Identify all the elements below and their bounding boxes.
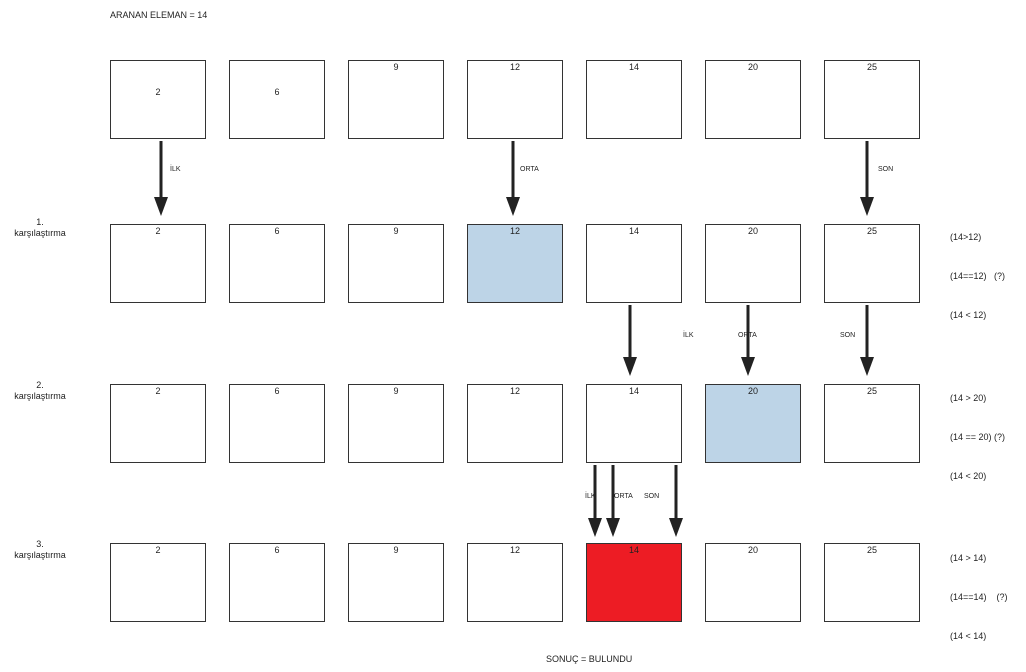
array-cell: 6: [229, 60, 325, 139]
pointer-label-ilk: İLK: [585, 493, 596, 500]
cell-value: 25: [866, 226, 877, 236]
comparison-block-1: (14>12) (14==12) (?) (14 < 12): [950, 205, 1005, 335]
array-cell: 2: [110, 543, 206, 622]
cell-value: 12: [509, 226, 520, 236]
cell-value: 20: [747, 226, 758, 236]
row-label-2: 2. karşılaştırma: [0, 380, 80, 402]
array-cell: 2: [110, 60, 206, 139]
comparison-line: (14==14) (?): [950, 592, 1008, 602]
cell-value: 14: [628, 62, 639, 72]
row-label-1-text: karşılaştırma: [14, 228, 66, 238]
array-cell-middle-highlight: 12: [467, 224, 563, 303]
pointer-label-son: SON: [644, 493, 660, 500]
pointer-label-ilk: İLK: [683, 332, 694, 339]
array-cell: 6: [229, 224, 325, 303]
cell-value: 25: [866, 545, 877, 555]
cell-value: 14: [628, 226, 639, 236]
arrowhead: [506, 197, 520, 216]
arrowhead: [606, 518, 620, 537]
cell-value: 20: [747, 545, 758, 555]
cell-value: 25: [866, 62, 877, 72]
cell-value: 2: [155, 386, 161, 396]
cell-value: 12: [509, 62, 520, 72]
cell-value: 9: [393, 226, 399, 236]
cell-value: 12: [509, 386, 520, 396]
arrowhead: [860, 197, 874, 216]
array-cell: 9: [348, 384, 444, 463]
comparison-line: (14==12) (?): [950, 271, 1006, 281]
cell-value: 9: [393, 545, 399, 555]
array-cell: 25: [824, 224, 920, 303]
pointer-label-ilk: İLK: [170, 166, 181, 173]
arrowhead: [623, 357, 637, 376]
search-result: SONUÇ = BULUNDU: [546, 654, 633, 664]
array-cell-middle-highlight: 20: [705, 384, 801, 463]
array-cell: 14: [586, 224, 682, 303]
array-cell: 12: [467, 60, 563, 139]
row-label-1: 1. karşılaştırma: [0, 217, 80, 239]
array-cell: 2: [110, 224, 206, 303]
comparison-line: (14 == 20) (?): [950, 432, 1006, 442]
array-cell: 6: [229, 384, 325, 463]
comparison-line: (14 > 20): [950, 393, 987, 403]
cell-value: 2: [155, 545, 161, 555]
array-cell: 9: [348, 60, 444, 139]
array-cell: 25: [824, 384, 920, 463]
cell-value: 6: [274, 226, 280, 236]
array-cell: 12: [467, 543, 563, 622]
row-label-3-text: karşılaştırma: [14, 550, 66, 560]
cell-value: 6: [274, 87, 280, 97]
comparison-line: (14 < 12): [950, 310, 987, 320]
array-cell: 2: [110, 384, 206, 463]
arrowhead: [741, 357, 755, 376]
cell-value: 2: [155, 87, 161, 97]
cell-value: 6: [274, 386, 280, 396]
pointer-label-son: SON: [878, 166, 894, 173]
arrowhead: [860, 357, 874, 376]
row-label-3-number: 3.: [36, 539, 44, 549]
row-label-2-number: 2.: [36, 380, 44, 390]
row-label-1-number: 1.: [36, 217, 44, 227]
row-label-3: 3. karşılaştırma: [0, 539, 80, 561]
pointer-label-son: SON: [840, 332, 856, 339]
cell-value: 20: [747, 62, 758, 72]
cell-value: 14: [628, 545, 639, 555]
cell-value: 25: [866, 386, 877, 396]
row-label-2-text: karşılaştırma: [14, 391, 66, 401]
cell-value: 2: [155, 226, 161, 236]
comparison-block-3: (14 > 14) (14==14) (?) (14 < 14): [950, 526, 1008, 656]
array-cell: 14: [586, 384, 682, 463]
cell-value: 9: [393, 386, 399, 396]
cell-value: 6: [274, 545, 280, 555]
array-cell: 20: [705, 543, 801, 622]
search-target-title: ARANAN ELEMAN = 14: [110, 10, 208, 20]
arrowhead: [588, 518, 602, 537]
cell-value: 9: [393, 62, 399, 72]
array-cell: 25: [824, 543, 920, 622]
arrowhead: [669, 518, 683, 537]
array-cell: 9: [348, 543, 444, 622]
array-cell: 9: [348, 224, 444, 303]
cell-value: 14: [628, 386, 639, 396]
pointer-label-orta: ORTA: [520, 166, 539, 173]
array-cell: 14: [586, 60, 682, 139]
pointer-label-orta: ORTA: [614, 493, 633, 500]
cell-value: 12: [509, 545, 520, 555]
comparison-line: (14 < 14): [950, 631, 987, 641]
array-cell: 6: [229, 543, 325, 622]
array-cell: 20: [705, 60, 801, 139]
arrowhead: [154, 197, 168, 216]
comparison-block-2: (14 > 20) (14 == 20) (?) (14 < 20): [950, 366, 1005, 496]
array-cell-found-highlight: 14: [586, 543, 682, 622]
cell-value: 20: [747, 386, 758, 396]
comparison-line: (14 > 14): [950, 553, 987, 563]
array-cell: 20: [705, 224, 801, 303]
array-cell: 25: [824, 60, 920, 139]
comparison-line: (14 < 20): [950, 471, 987, 481]
comparison-line: (14>12): [950, 232, 982, 242]
array-cell: 12: [467, 384, 563, 463]
